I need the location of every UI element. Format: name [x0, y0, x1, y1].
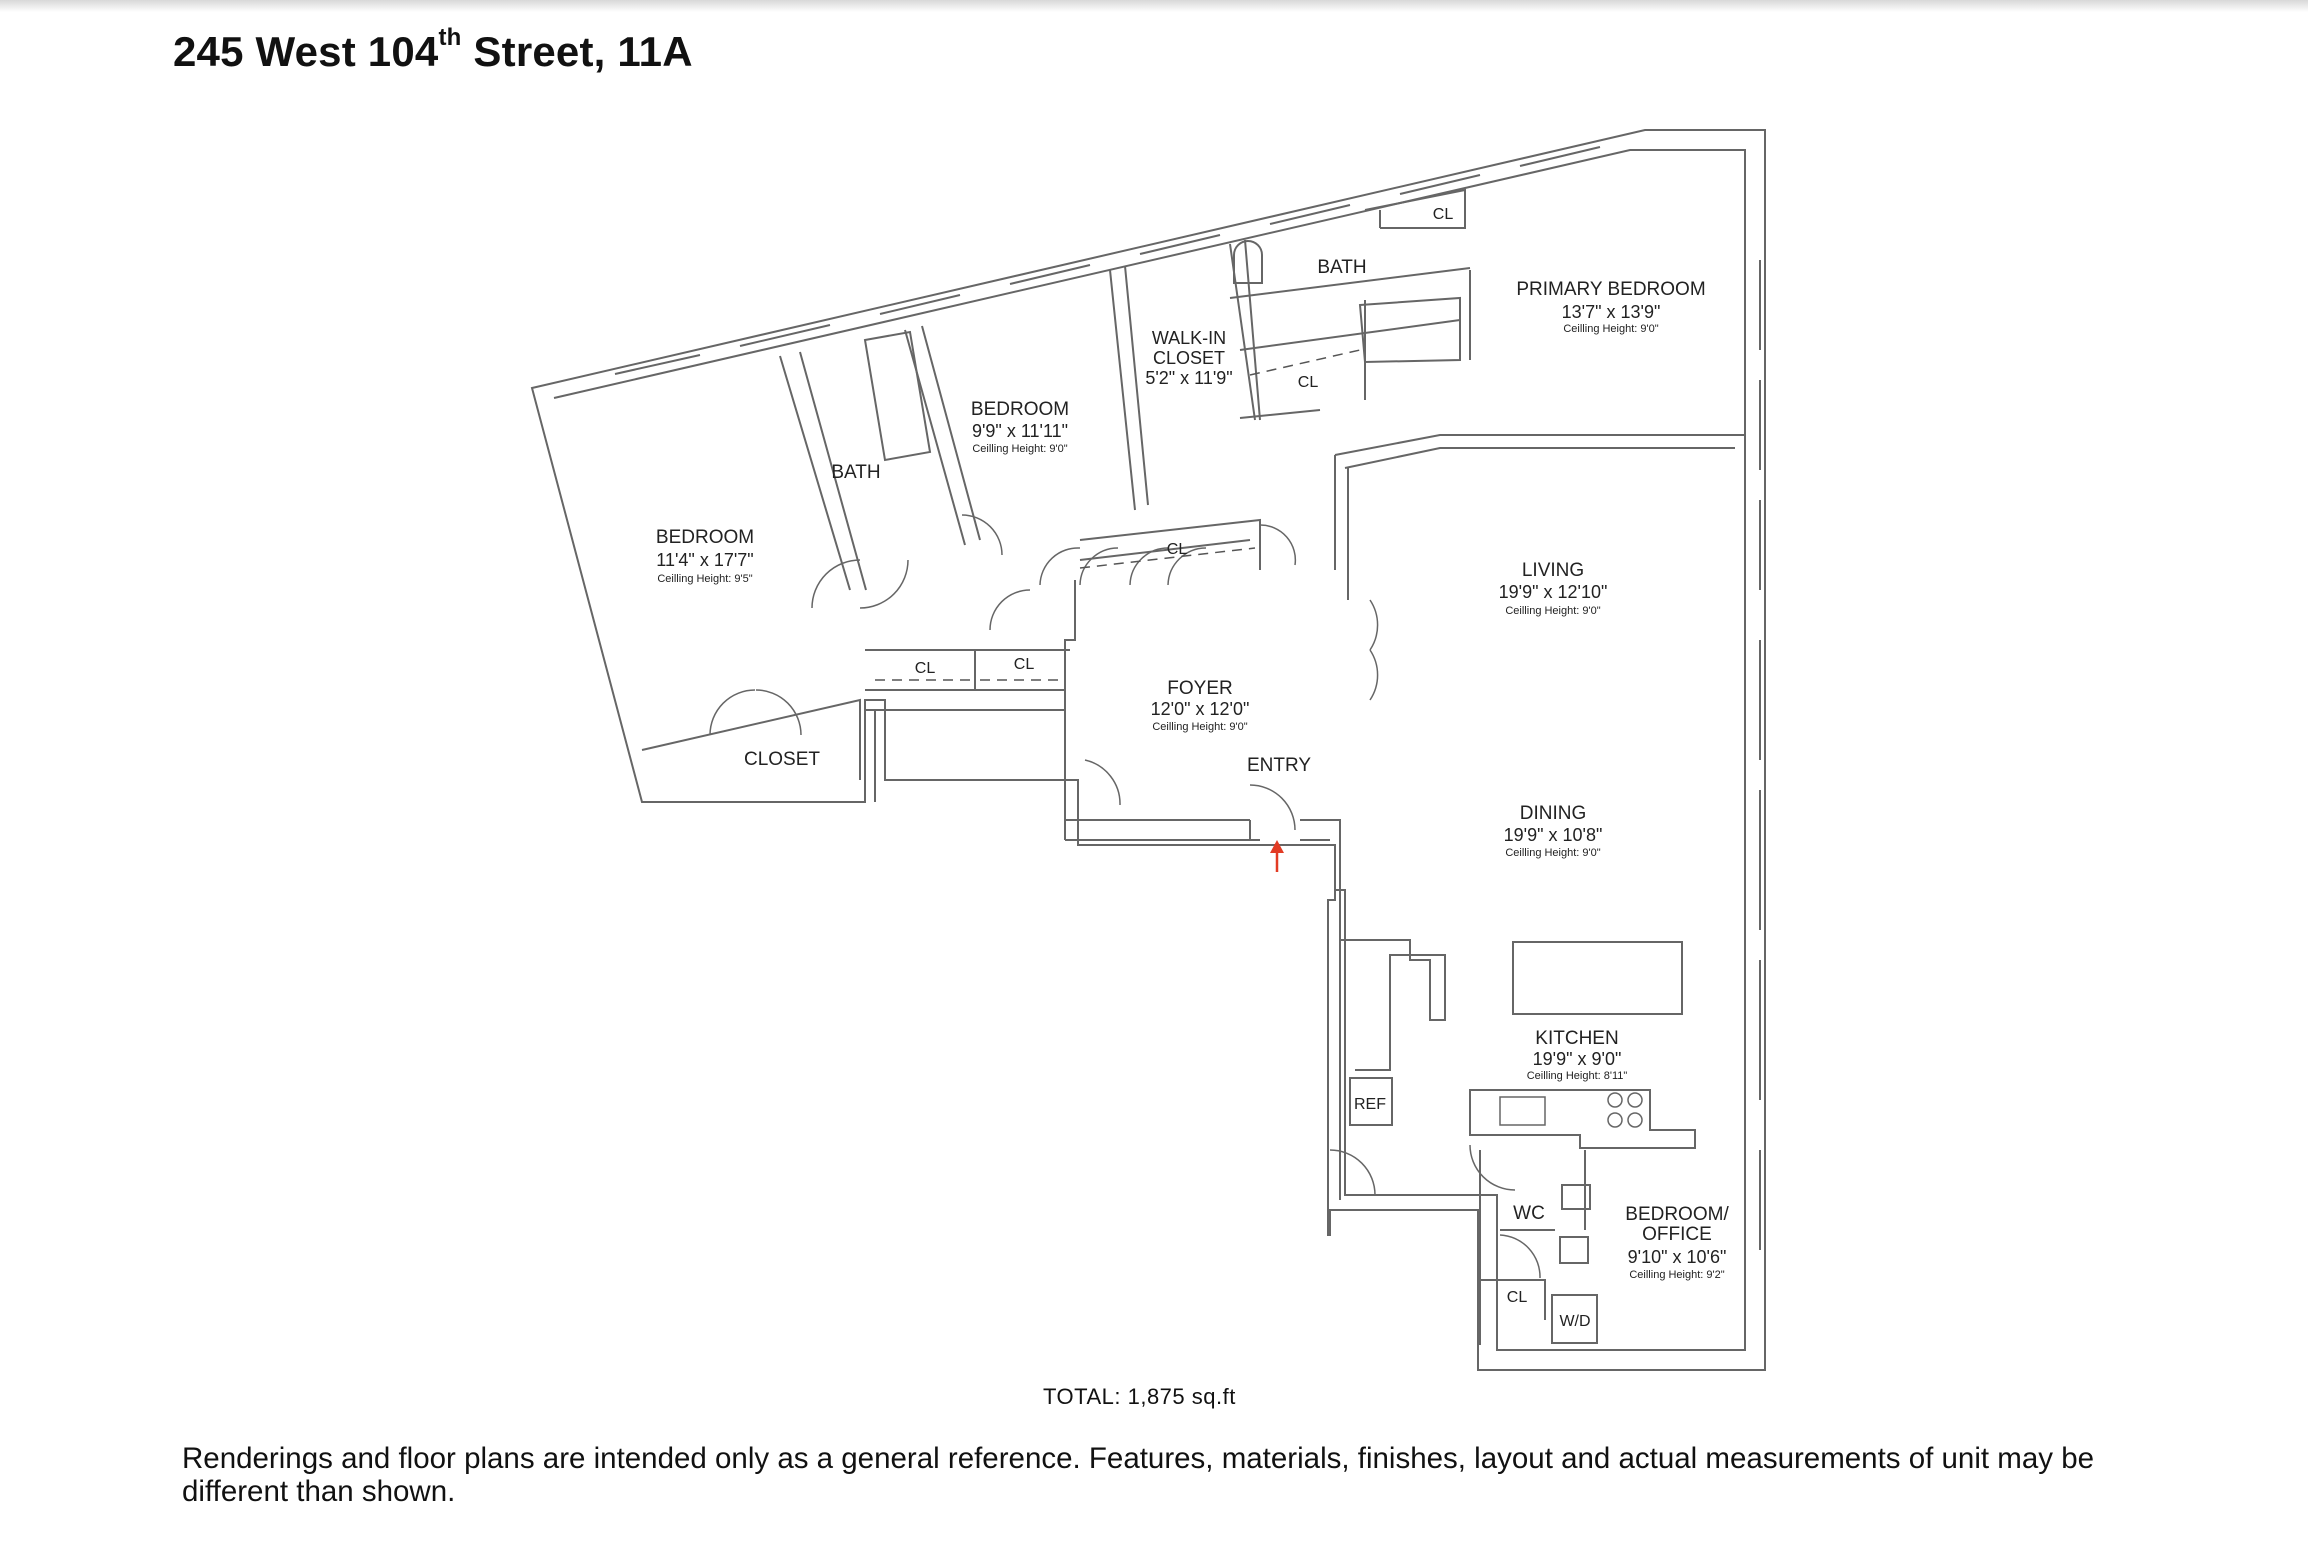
counter: [1469, 1089, 1696, 1149]
bath-left-name: BATH: [831, 462, 880, 483]
cl-row-walls: [865, 649, 1070, 711]
walkin-line1: WALK-IN: [1152, 328, 1226, 348]
entry-wall: [1064, 770, 1330, 841]
office-line2: OFFICE: [1642, 1224, 1712, 1245]
closet-dash-1: [1249, 349, 1361, 376]
bath-primary-name: BATH: [1317, 257, 1366, 278]
bedroom-left-ceiling: Ceilling Height: 9'5": [657, 573, 752, 585]
foyer-ceiling: Ceilling Height: 9'0": [1152, 721, 1247, 733]
closet-name: CLOSET: [744, 749, 820, 770]
closet-walls: [641, 698, 876, 802]
foyer-bottom-wall: [1065, 819, 1341, 1200]
dining-ceiling: Ceilling Height: 9'0": [1505, 847, 1600, 859]
primary-name: PRIMARY BEDROOM: [1516, 279, 1705, 300]
closet-label: CL: [1433, 206, 1454, 223]
primary-dims: 13'7" x 13'9": [1562, 302, 1661, 322]
living-left-wall: [1334, 455, 1349, 600]
walkin-walls: [1109, 239, 1261, 511]
stove-burner: [1627, 1092, 1643, 1108]
island: [1512, 941, 1683, 1015]
ref-label: REF: [1354, 1096, 1386, 1113]
total-area: TOTAL: 1,875 sq.ft: [1043, 1384, 1236, 1409]
kitchen-name: KITCHEN: [1535, 1028, 1618, 1049]
kitchen-ceiling: Ceilling Height: 8'11": [1527, 1070, 1628, 1082]
stove-burner: [1627, 1112, 1643, 1128]
closet-label: CL: [1167, 541, 1188, 558]
wd-box: [1551, 1294, 1598, 1344]
bedroom-mid-name: BEDROOM: [971, 399, 1069, 420]
foyer-name: FOYER: [1167, 678, 1232, 699]
top-shadow-bar: [0, 0, 2308, 12]
closet-label: CL: [1507, 1289, 1528, 1306]
dining-dims: 19'9" x 10'8": [1504, 825, 1603, 845]
entry-arrow-icon: [1270, 840, 1284, 872]
sink: [1499, 1096, 1546, 1126]
foyer-walls: [1064, 518, 1261, 770]
living-name: LIVING: [1522, 560, 1584, 581]
bedroom-mid-dims: 9'9" x 11'11": [972, 421, 1068, 441]
bedroom-left-name: BEDROOM: [656, 527, 754, 548]
walkin-line2: CLOSET: [1153, 348, 1225, 368]
kitchen-wall: [1340, 939, 1446, 1071]
closet-dash-2: [1079, 547, 1256, 569]
office-line1: BEDROOM/: [1625, 1204, 1729, 1225]
wc-walls: [1479, 1150, 1586, 1345]
title-part-2: Street, 11A: [461, 28, 693, 75]
living-ceiling: Ceilling Height: 9'0": [1505, 605, 1600, 617]
left-bath-walls: [779, 325, 981, 591]
living-dims: 19'9" x 12'10": [1499, 582, 1608, 602]
foyer-dims: 12'0" x 12'0": [1151, 699, 1250, 719]
closet-label: CL: [1014, 656, 1035, 673]
stove-burner: [1607, 1092, 1623, 1108]
outer-wall: [530, 129, 1766, 1371]
dining-name: DINING: [1520, 803, 1587, 824]
title-part-1: 245 West 104: [173, 28, 439, 75]
entry-name: ENTRY: [1247, 755, 1311, 776]
door-swings: [709, 514, 1541, 1279]
wc-name: WC: [1513, 1203, 1545, 1224]
bedroom-mid-ceiling: Ceilling Height: 9'0": [972, 443, 1067, 455]
kitchen-dims: 19'9" x 9'0": [1533, 1049, 1622, 1069]
primary-tub: [1358, 296, 1461, 364]
primary-bath-walls: [1229, 267, 1471, 419]
bedroom-left-dims: 11'4" x 17'7": [656, 550, 753, 570]
primary-living-wall: [1334, 434, 1745, 469]
title-superscript: th: [438, 24, 462, 51]
bath-tub: [863, 330, 932, 462]
closet-label: CL: [1298, 374, 1319, 391]
primary-ceiling: Ceilling Height: 9'0": [1563, 323, 1658, 335]
ref-box: [1349, 1077, 1393, 1126]
walkin-dims: 5'2" x 11'9": [1145, 368, 1232, 388]
closet-label: CL: [915, 660, 936, 677]
page-title: 245 West 104th Street, 11A: [173, 24, 693, 76]
window-marks: [614, 146, 1601, 375]
closet-primary: [1364, 188, 1466, 229]
wd-label: W/D: [1559, 1313, 1590, 1330]
stove-burner: [1607, 1112, 1623, 1128]
toilets: [1233, 240, 1591, 1264]
office-ceiling: Ceilling Height: 9'2": [1629, 1269, 1724, 1281]
office-dims: 9'10" x 10'6": [1628, 1247, 1727, 1267]
inner-wall-line: [553, 149, 1746, 1351]
disclaimer: Renderings and floor plans are intended …: [182, 1442, 2095, 1508]
